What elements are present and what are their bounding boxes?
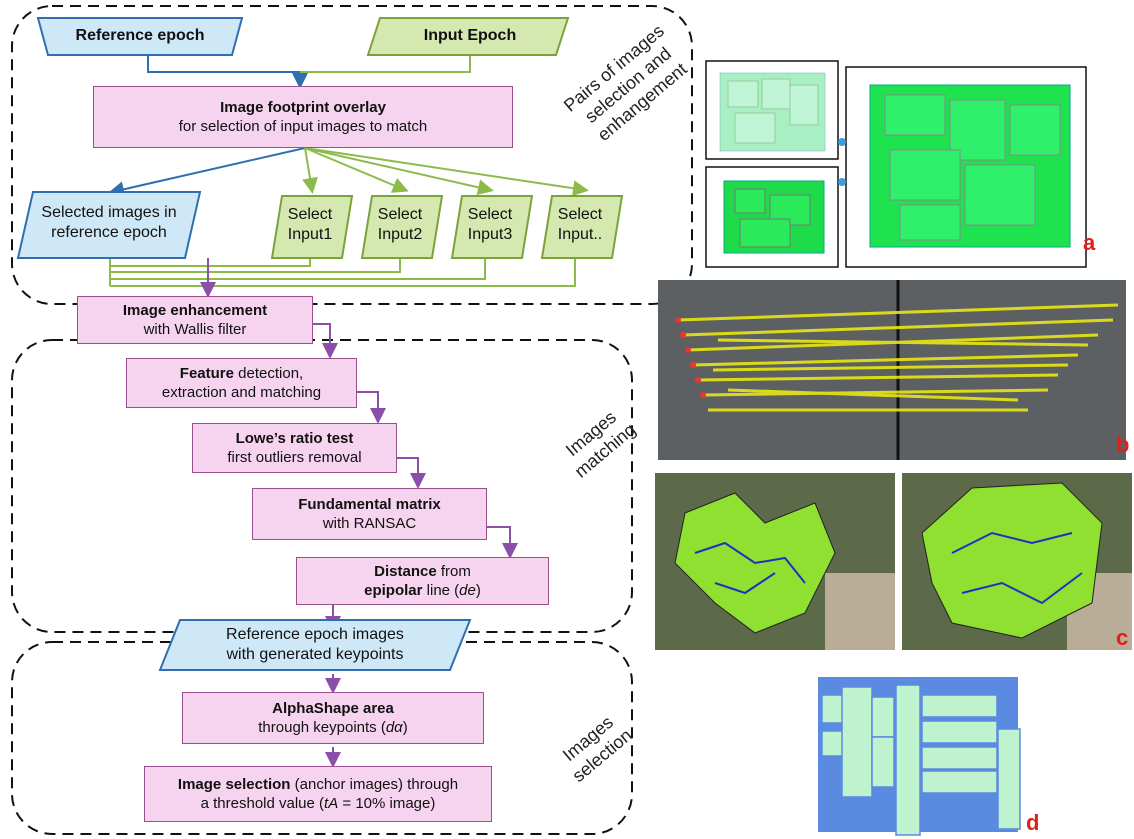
input-epoch-shape xyxy=(366,17,570,56)
ref-keypoints-line2: with generated keypoints xyxy=(226,646,404,663)
input-epoch-label: Input Epoch xyxy=(423,27,517,44)
lowe-sub: first outliers removal xyxy=(227,449,362,466)
distance-rest: from xyxy=(436,563,471,580)
alphashape-var: dα xyxy=(385,719,403,736)
input-to-footprint xyxy=(300,55,471,73)
lowe-title: Lowe’s ratio test xyxy=(235,430,354,447)
feature-bold: Feature xyxy=(179,365,234,382)
panel-letter-a: a xyxy=(1083,230,1096,255)
footprint-title: Image footprint overlay xyxy=(220,99,386,116)
feature-rest: detection, xyxy=(233,365,304,382)
input3-label: Select Input3 xyxy=(454,205,526,245)
ref-keypoints-line1: Reference epoch images xyxy=(226,626,404,643)
input4-line1: Select xyxy=(557,206,603,223)
group-pairs-border xyxy=(11,5,693,305)
alphashape-title: AlphaShape area xyxy=(272,700,394,717)
selected-ref-label: Selected images in reference epoch xyxy=(24,203,194,243)
input3-line1: Select xyxy=(467,206,513,223)
fundamental-sub: with RANSAC xyxy=(322,515,417,532)
footprint-sub: for selection of input images to match xyxy=(178,118,428,135)
enhancement-box: Image enhancement with Wallis filter xyxy=(77,296,313,344)
ref-keypoints-shape xyxy=(158,619,472,671)
ref-epoch-shape xyxy=(36,17,244,56)
alphashape-sub: through keypoints ( xyxy=(258,719,386,736)
fan-ref xyxy=(108,147,306,198)
panel-c-left-image xyxy=(655,473,895,650)
input4-line2: Input.. xyxy=(557,226,603,243)
input2-shape xyxy=(360,195,444,259)
enhancement-sub: with Wallis filter xyxy=(143,321,247,338)
fan-in2 xyxy=(304,147,409,193)
feature-box: Feature detection, extraction and matchi… xyxy=(126,358,357,408)
selected-ref-shape xyxy=(16,191,202,259)
lowe-box: Lowe’s ratio test first outliers removal xyxy=(192,423,397,473)
distance-var: de xyxy=(459,582,476,599)
ref-keypoints-label: Reference epoch images with generated ke… xyxy=(170,625,460,665)
image-selection-box: Image selection (anchor images) through … xyxy=(144,766,492,822)
selection-var: tA xyxy=(324,795,339,812)
selected-ref-line2: reference epoch xyxy=(51,224,167,241)
selected-ref-line1: Selected images in xyxy=(41,204,177,221)
feature-line2: extraction and matching xyxy=(161,384,322,401)
distance-close: ) xyxy=(475,582,481,599)
panel-d-image xyxy=(818,677,1021,836)
selection-bold: Image selection xyxy=(177,776,291,793)
input4-shape xyxy=(540,195,624,259)
input2-label: Select Input2 xyxy=(364,205,436,245)
selection-line2-pre: a threshold value ( xyxy=(200,795,325,812)
footprint-box: Image footprint overlay for selection of… xyxy=(93,86,513,148)
alphashape-box: AlphaShape area through keypoints (dα) xyxy=(182,692,484,744)
panel-letter-d: d xyxy=(1026,810,1040,835)
input3-shape xyxy=(450,195,534,259)
fundamental-box: Fundamental matrix with RANSAC xyxy=(252,488,487,540)
fundamental-title: Fundamental matrix xyxy=(298,496,441,513)
input1-shape xyxy=(270,195,354,259)
input1-label: Select Input1 xyxy=(274,205,346,245)
distance-epipolar: epipolar xyxy=(364,582,423,599)
distance-box: Distance from epipolar line (de) xyxy=(296,557,549,605)
distance-line-text: line ( xyxy=(422,582,460,599)
input1-line2: Input1 xyxy=(287,226,333,243)
ref-to-footprint xyxy=(147,55,308,89)
panel-letter-b: b xyxy=(1116,432,1130,457)
selection-line2-post: = 10% image) xyxy=(338,795,436,812)
group-matching-border xyxy=(11,339,633,633)
input4-label: Select Input.. xyxy=(544,205,616,245)
alphashape-close: ) xyxy=(402,719,408,736)
input2-line2: Input2 xyxy=(377,226,423,243)
input1-line1: Select xyxy=(287,206,333,223)
distance-bold: Distance xyxy=(374,563,437,580)
enhancement-title: Image enhancement xyxy=(122,302,268,319)
fan-in3 xyxy=(304,147,494,196)
fan-in1 xyxy=(302,147,318,194)
panel-a-image xyxy=(705,60,1087,268)
panel-b-image xyxy=(658,280,1126,460)
selection-rest: (anchor images) through xyxy=(290,776,459,793)
reference-epoch-label: Reference epoch xyxy=(75,27,205,44)
fan-in4 xyxy=(304,147,589,197)
input3-line2: Input3 xyxy=(467,226,513,243)
panel-c-right-image xyxy=(902,473,1132,650)
input2-line1: Select xyxy=(377,206,423,223)
panel-letter-c: c xyxy=(1116,625,1129,650)
